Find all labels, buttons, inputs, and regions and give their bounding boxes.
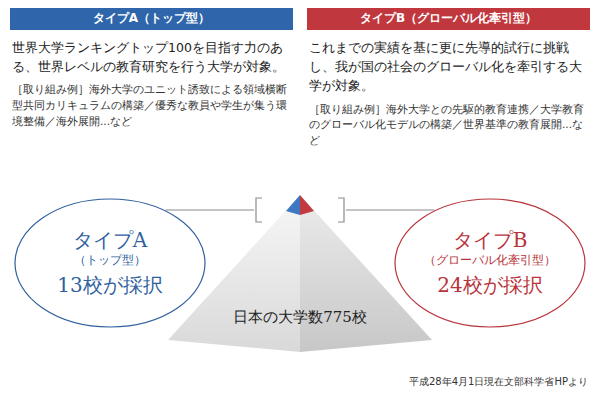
adopted-count: 24校が採択 bbox=[437, 273, 542, 298]
connector-line bbox=[346, 209, 434, 210]
adopted-count: 13校が採択 bbox=[57, 273, 162, 298]
panel-description: これまでの実績を基に更に先導的試行に挑戦し、我が国の社会のグローバル化を牽引する… bbox=[307, 38, 590, 96]
bracket-left bbox=[256, 198, 262, 222]
panel-examples: ［取り組み例］海外大学のユニット誘致による領域横断型共同カリキュラムの構築／優秀… bbox=[10, 82, 293, 129]
bracket-right bbox=[338, 198, 344, 222]
type-name: タイプB bbox=[453, 228, 528, 253]
type-subtitle: （トップ型） bbox=[74, 253, 146, 268]
panel-header: タイプA（トップ型） bbox=[10, 8, 293, 30]
type-subtitle: （グローバル化牽引型） bbox=[424, 253, 556, 268]
connector-line bbox=[166, 209, 254, 210]
panel-examples: ［取り組み例］海外大学との先駆的教育連携／大学教育のグローバル化モデルの構築／世… bbox=[307, 102, 590, 149]
panel-header: タイプB（グローバル化牽引型） bbox=[307, 8, 590, 30]
university-pyramid: 日本の大学数775校 bbox=[160, 190, 440, 355]
pyramid-shape bbox=[160, 190, 440, 355]
type-panel: タイプA（トップ型） 世界大学ランキングトップ100を目指す力のある、世界レベルの… bbox=[10, 8, 293, 130]
type-name: タイプA bbox=[73, 228, 147, 253]
university-count: 日本の大学数775校 bbox=[160, 308, 440, 327]
type-ellipse: タイプA（トップ型） 13校が採択 bbox=[14, 198, 206, 328]
panel-description: 世界大学ランキングトップ100を目指す力のある、世界レベルの教育研究を行う大学が… bbox=[10, 38, 293, 77]
source-note: 平成28年4月1日現在文部科学省HPより bbox=[409, 375, 588, 389]
type-ellipse: タイプB（グローバル化牽引型） 24校が採択 bbox=[394, 198, 586, 328]
type-panel: タイプB（グローバル化牽引型） これまでの実績を基に更に先導的試行に挑戦し、我が国… bbox=[307, 8, 590, 149]
